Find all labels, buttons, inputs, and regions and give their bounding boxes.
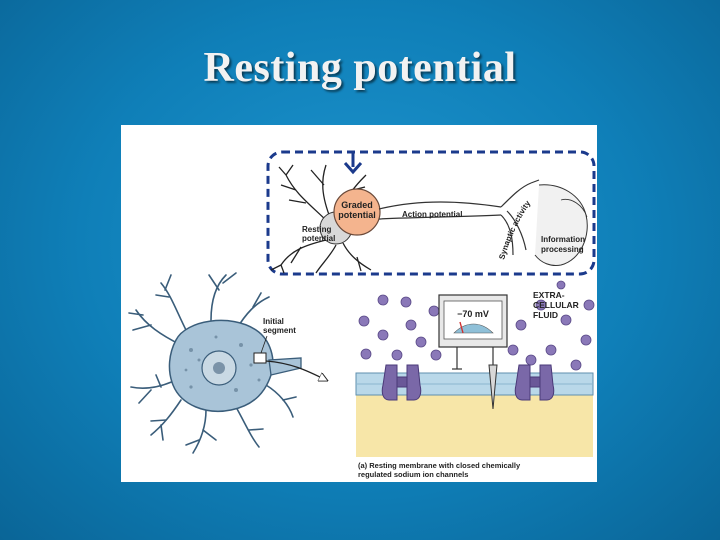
- synaptic-activity-label: Synaptic activity: [497, 199, 532, 261]
- axon-terminals: [500, 179, 540, 256]
- graded-label-2: potential: [338, 210, 376, 220]
- initial-segment-marker: [253, 352, 267, 364]
- voltmeter: −70 mV: [438, 294, 508, 410]
- ion-channel-right: [514, 364, 555, 401]
- extracellular-label-1: EXTRA-: [533, 290, 565, 300]
- nucleolus: [213, 362, 225, 374]
- zoom-arrow: [265, 360, 326, 380]
- action-potential-label: Action potential: [402, 210, 462, 219]
- graded-potential-circle: [333, 188, 381, 236]
- info-processing-label-1: Information: [541, 235, 585, 244]
- neuron-overview-panel: Graded potential Resting potential Actio…: [266, 150, 596, 276]
- neuron-figure: Graded potential Resting potential Actio…: [121, 125, 597, 482]
- caption-line-1: (a) Resting membrane with closed chemica…: [358, 461, 521, 470]
- dashed-frame: [266, 150, 596, 276]
- membrane-closeup: −70 mV EXTRA- CELLULAR FLUID (a) Resting…: [355, 280, 595, 479]
- info-processing-label-2: processing: [541, 245, 584, 254]
- extracellular-label-3: FLUID: [533, 310, 558, 320]
- ion-channel-left: [381, 364, 422, 401]
- stimulus-arrow: [343, 153, 363, 175]
- caption-line-2: regulated sodium ion channels: [358, 470, 468, 479]
- cytoplasm: [356, 395, 593, 457]
- extracellular-label-2: CELLULAR: [533, 300, 579, 310]
- microelectrode: [488, 364, 498, 410]
- resting-label-1: Resting: [302, 225, 331, 234]
- slide-title: Resting potential: [203, 45, 517, 91]
- sodium-ions: [358, 280, 595, 371]
- initial-segment-label-2: segment: [263, 326, 296, 335]
- dendrites-top: [270, 164, 372, 274]
- initial-segment-label-1: Initial: [263, 317, 284, 326]
- voltmeter-reading: −70 mV: [457, 309, 489, 319]
- resting-label-2: potential: [302, 234, 335, 243]
- graded-label-1: Graded: [341, 200, 373, 210]
- neuron-cell-illustration: Initial segment: [128, 272, 326, 454]
